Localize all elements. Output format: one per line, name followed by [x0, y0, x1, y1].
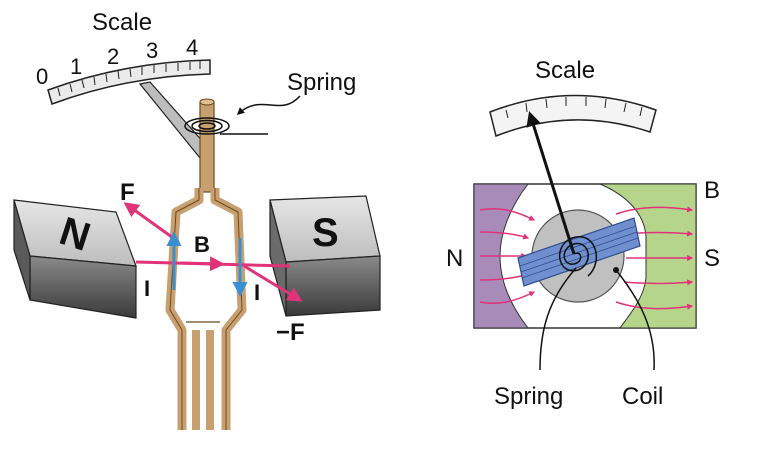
force-arrow-up [123, 202, 177, 242]
right-field-label-b: B [704, 177, 720, 204]
left-spring-label: Spring [287, 69, 356, 96]
right-pointer-needle [526, 111, 576, 255]
right-scale: Scale [489, 57, 657, 138]
right-coil-label: Coil [622, 383, 663, 410]
north-magnet: N [13, 199, 137, 319]
force-label: F [120, 179, 135, 206]
right-coil-leader [615, 269, 655, 371]
force-arrow-down [243, 264, 303, 302]
right-scale-title: Scale [535, 57, 595, 84]
right-spring-label: Spring [494, 383, 563, 410]
left-scale-title: Scale [92, 9, 152, 36]
south-magnet: S [269, 195, 381, 317]
right-spring-leader [539, 267, 577, 371]
scale-number-1: 1 [70, 54, 82, 79]
neg-force-label: −F [276, 319, 305, 346]
left-spring-spiral [184, 117, 230, 135]
scale-number-3: 3 [146, 38, 158, 63]
right-scale-ticks [505, 97, 643, 119]
left-galvanometer: Scale 0 1 2 3 4 Spring N [13, 9, 381, 430]
field-label-b: B [194, 232, 210, 257]
current-label-right: I [254, 280, 260, 305]
left-shaft [199, 101, 215, 193]
left-scale-ticks [57, 61, 201, 97]
left-scale-arc [47, 59, 211, 105]
south-pole-piece [566, 183, 697, 329]
scale-number-4: 4 [186, 35, 198, 60]
coil-frame [165, 188, 247, 430]
left-scale: Scale 0 1 2 3 4 [36, 9, 211, 105]
right-galvanometer: Scale [446, 57, 720, 410]
right-spring-spiral [558, 235, 598, 277]
south-magnet-label: S [312, 211, 339, 255]
left-spring-pointer [236, 95, 301, 116]
scale-number-2: 2 [107, 44, 119, 69]
right-scale-arc [489, 94, 657, 138]
scale-number-0: 0 [36, 64, 48, 89]
right-north-label: N [446, 245, 463, 272]
right-south-label: S [704, 245, 720, 272]
current-label-left: I [144, 276, 150, 301]
